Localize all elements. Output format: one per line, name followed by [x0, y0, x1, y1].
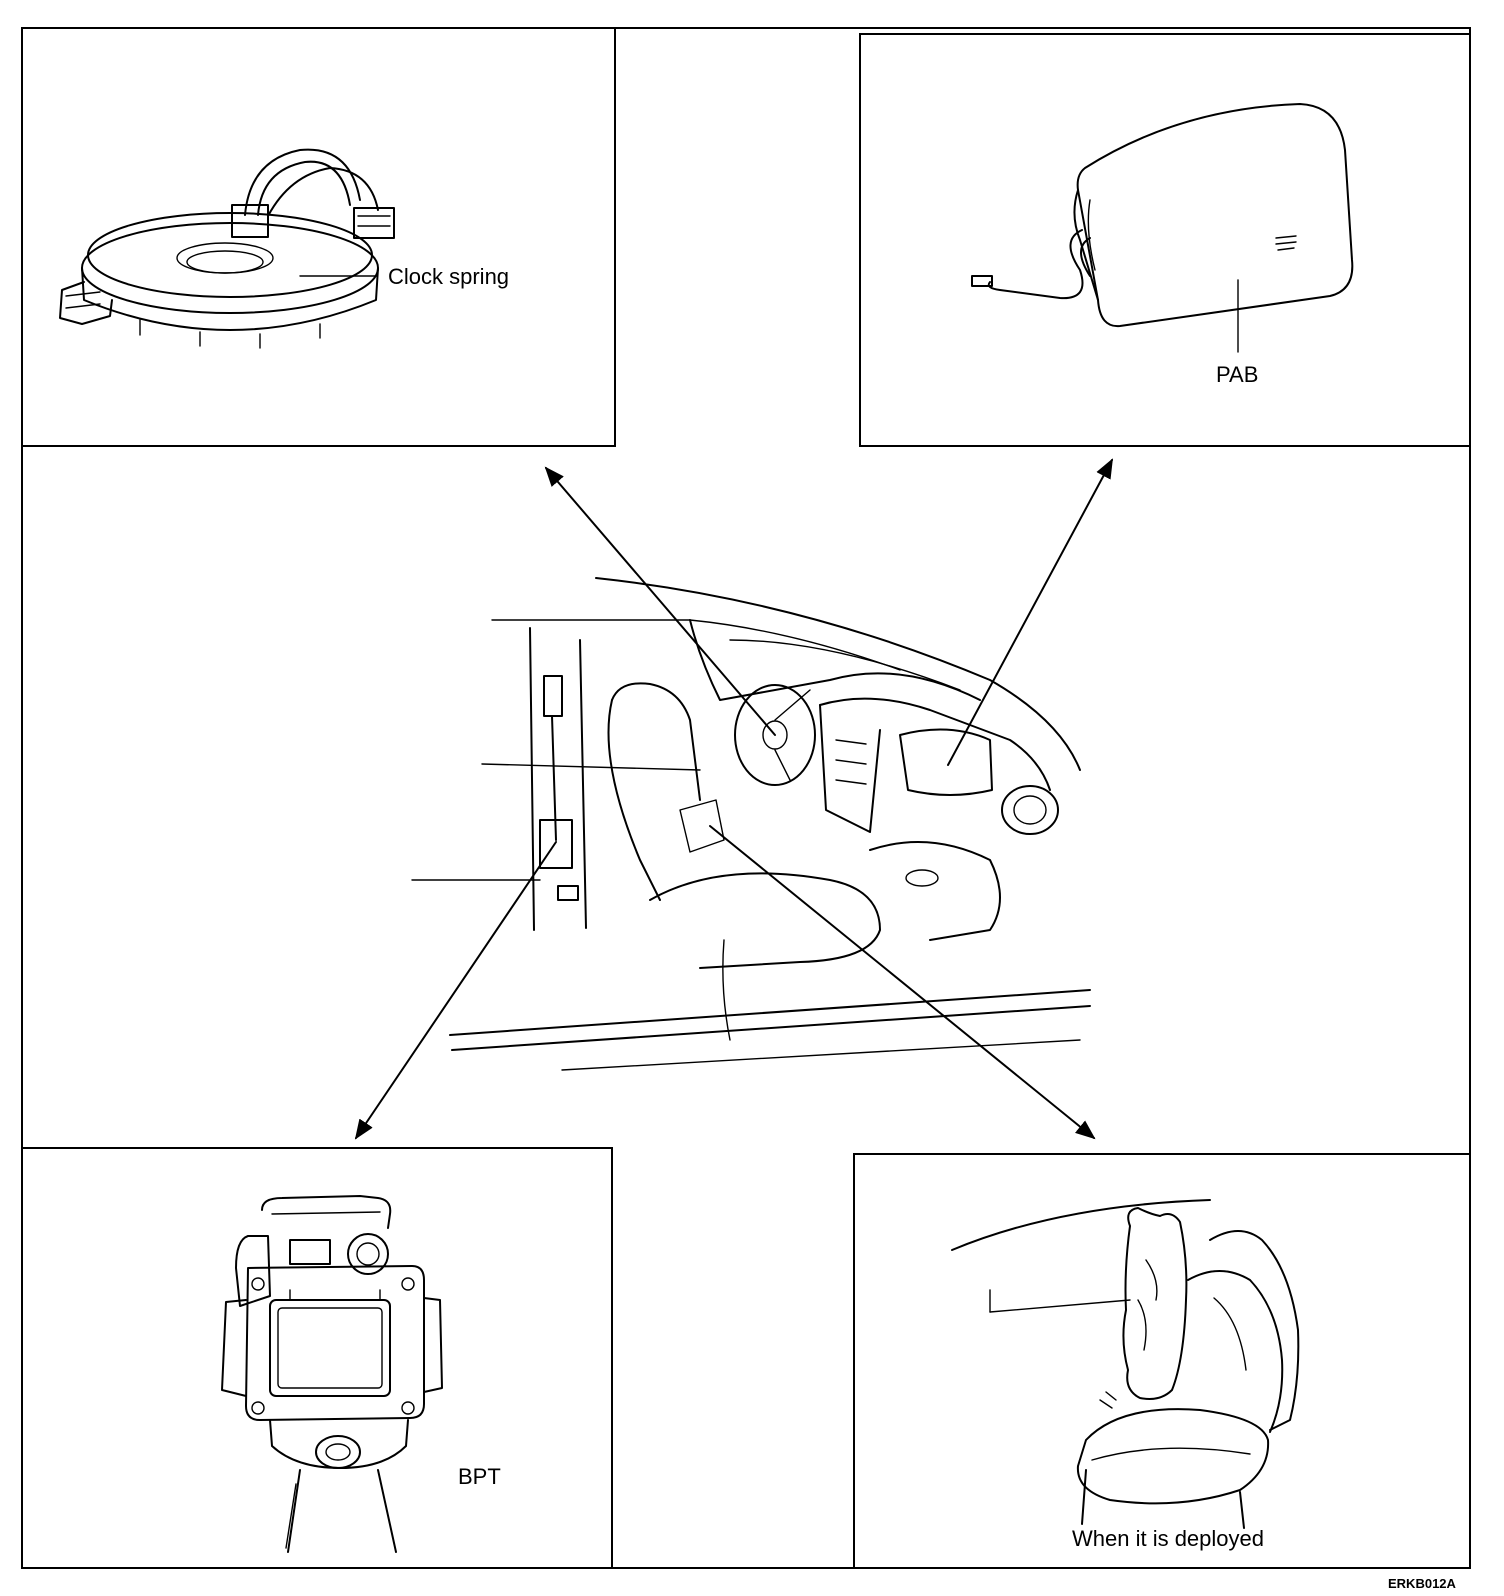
- clock-spring-label: Clock spring: [388, 264, 509, 289]
- vehicle-interior-illustration-icon: [411, 577, 1091, 1071]
- clock-spring-illustration-icon: [59, 148, 395, 349]
- deployed-panel: When it is deployed: [853, 1153, 1471, 1569]
- pab-panel-frame: [859, 33, 1471, 447]
- arrow-to-clock-spring: [544, 466, 776, 736]
- figure-code: ERKB012A: [1388, 1576, 1457, 1591]
- belt-pretensioner-illustration-icon: [221, 1195, 443, 1553]
- bpt-panel: BPT: [21, 1147, 613, 1569]
- deployed-panel-frame: [853, 1153, 1471, 1569]
- pointer-arrows: [354, 458, 1113, 1140]
- pab-panel: PAB: [859, 33, 1471, 447]
- outer-frame: [21, 27, 1471, 1569]
- clock-spring-panel-frame: [21, 27, 616, 447]
- arrow-to-pab: [947, 458, 1113, 766]
- deployed-airbag-illustration-icon: [951, 1199, 1300, 1529]
- bpt-label: BPT: [458, 1464, 501, 1489]
- bpt-panel-frame: [21, 1147, 613, 1569]
- deployed-label: When it is deployed: [1072, 1526, 1264, 1551]
- passenger-airbag-module-illustration-icon: [971, 103, 1354, 353]
- pab-label: PAB: [1216, 362, 1258, 387]
- arrow-to-bpt: [354, 841, 557, 1140]
- arrow-to-deployed: [709, 825, 1096, 1140]
- clock-spring-panel: Clock spring: [21, 27, 616, 447]
